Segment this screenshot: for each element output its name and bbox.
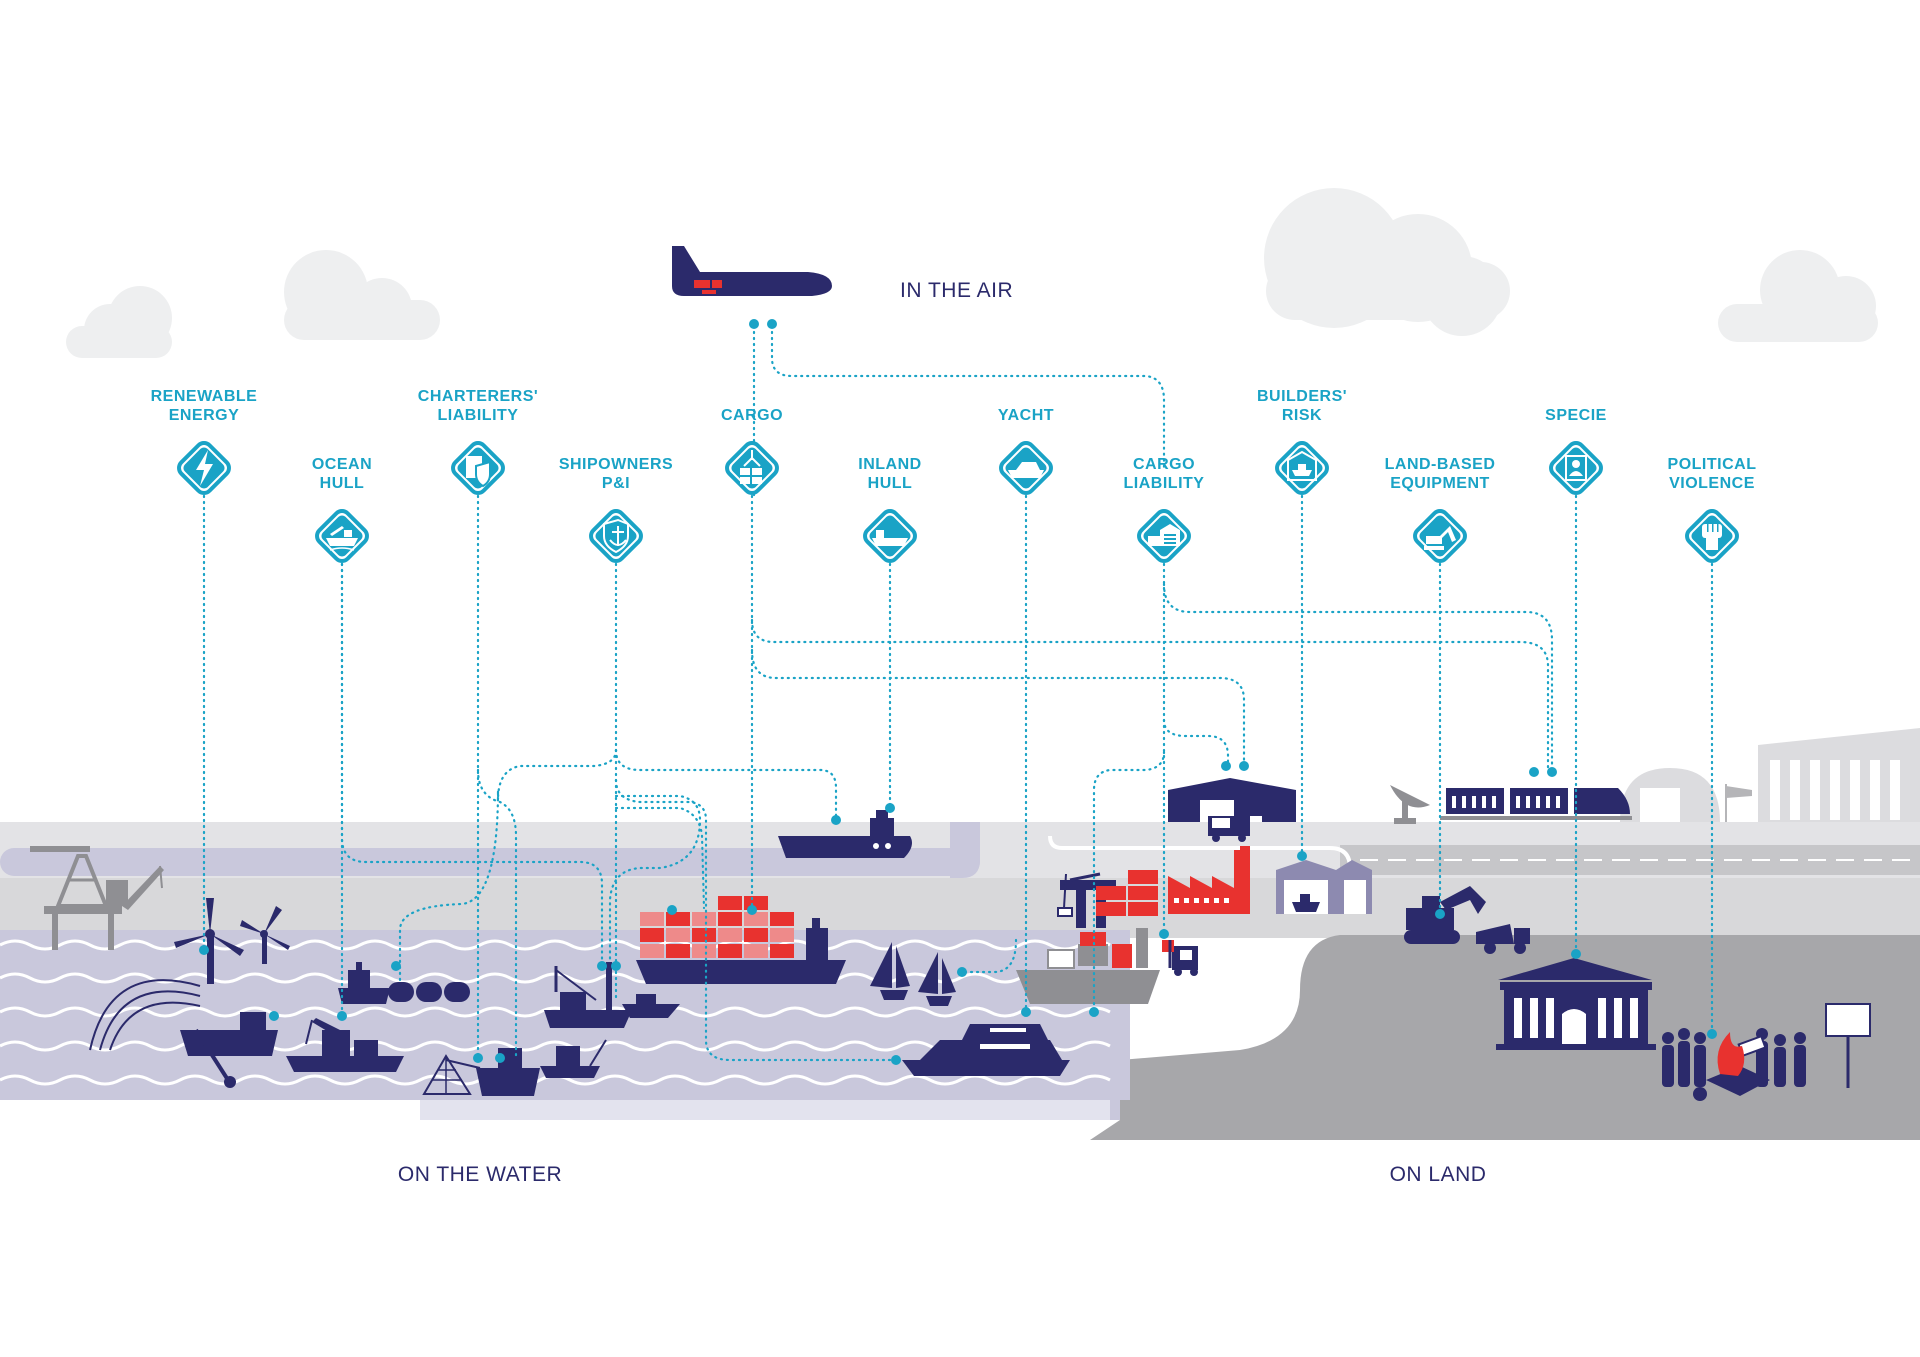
yacht-icon [999, 441, 1053, 495]
dump-truck-icon [1476, 924, 1530, 954]
satellite-dish-icon [1390, 785, 1430, 824]
offshore-vessel-icon [544, 962, 680, 1028]
category-cargo[interactable]: CARGO [721, 407, 783, 496]
sailboat-icon [870, 942, 956, 1006]
forklift-icon [1162, 940, 1198, 976]
warehouse-truck-icon [1137, 509, 1191, 563]
category-label-line2: HULL [320, 475, 365, 492]
water-scenery [30, 810, 1160, 1096]
category-label-line1: LAND-BASED [1385, 456, 1496, 473]
small-fishing-boat-icon [540, 1039, 607, 1078]
shield-anchor-icon [589, 509, 643, 563]
land-scenery [1057, 728, 1920, 1101]
cloud-left-center [284, 250, 440, 340]
category-land-based-equipment[interactable]: LAND-BASED EQUIPMENT [1385, 456, 1496, 564]
category-label-line1: POLITICAL [1668, 456, 1757, 473]
container-stack [1096, 870, 1158, 916]
category-label-line1: SPECIE [1545, 407, 1607, 424]
category-label-line2: EQUIPMENT [1390, 475, 1490, 492]
crane-barge-icon [286, 1018, 404, 1072]
fire-icon [1717, 1032, 1745, 1076]
cloud-right-center [1264, 188, 1510, 336]
category-charterers-liability[interactable]: CHARTERERS' LIABILITY [418, 388, 538, 496]
category-label-line1: CARGO [1133, 456, 1195, 473]
general-cargo-ship-icon [1016, 928, 1160, 1004]
shipyard-sheds-icon [1276, 860, 1372, 914]
inland-tanker-icon [778, 810, 912, 858]
category-label-line2: VIOLENCE [1669, 475, 1755, 492]
container-ship-icon [636, 896, 846, 984]
framed-portrait-icon [1549, 441, 1603, 495]
superyacht-icon [902, 1024, 1070, 1076]
connector-endpoints [199, 319, 1717, 1065]
category-label-line1: SHIPOWNERS [559, 456, 673, 473]
factory-icon [1168, 846, 1250, 914]
category-label-line1: YACHT [998, 407, 1054, 424]
excavator-icon [1413, 509, 1467, 563]
category-ocean-hull[interactable]: OCEAN HULL [312, 456, 372, 564]
category-cargo-liability[interactable]: CARGO LIABILITY [1124, 456, 1205, 564]
section-label-water: ON THE WATER [398, 1163, 562, 1186]
fishing-trawler-icon [422, 1048, 540, 1096]
wind-turbine-icon [174, 898, 290, 984]
category-inland-hull[interactable]: INLAND HULL [858, 456, 921, 564]
cloud-left [66, 286, 172, 358]
freight-train-icon [1440, 788, 1632, 820]
tug-barge-icon [338, 962, 470, 1004]
category-label-line2: RISK [1282, 407, 1322, 424]
section-label-land: ON LAND [1390, 1163, 1487, 1186]
shield-document-icon [451, 441, 505, 495]
protest-crowd-icon [1662, 1003, 1871, 1101]
cloud-right [1718, 250, 1878, 342]
category-label-line1: OCEAN [312, 456, 372, 473]
category-label-line1: CARGO [721, 407, 783, 424]
clouds [66, 188, 1878, 358]
dredger-ship-icon [89, 979, 278, 1088]
category-yacht[interactable]: YACHT [998, 407, 1055, 496]
section-label-air: IN THE AIR [900, 279, 1013, 302]
category-label-line2: P&I [602, 475, 630, 492]
ship-icon [315, 509, 369, 563]
inland-canal [0, 848, 980, 876]
raised-fist-icon [1685, 509, 1739, 563]
category-renewable-energy[interactable]: RENEWABLE ENERGY [151, 388, 258, 496]
category-label-line1: RENEWABLE [151, 388, 258, 405]
truck-icon [1208, 816, 1250, 842]
excavator-icon [1404, 886, 1486, 944]
category-label-line1: INLAND [858, 456, 921, 473]
landscape [0, 822, 1920, 1140]
crane-hook-icon [725, 441, 779, 495]
barge-icon [863, 509, 917, 563]
warehouse-icon [1168, 778, 1296, 842]
category-label-line2: ENERGY [169, 407, 240, 424]
cargo-airplane-icon [672, 246, 832, 296]
lightning-icon [177, 441, 231, 495]
windsock-icon [1725, 784, 1752, 822]
category-political-violence[interactable]: POLITICAL VIOLENCE [1668, 456, 1757, 564]
category-label-line1: CHARTERERS' [418, 388, 538, 405]
ship-build-icon [1275, 441, 1329, 495]
category-label-line2: LIABILITY [1124, 475, 1205, 492]
connector-lines [199, 319, 1717, 1065]
category-specie[interactable]: SPECIE [1545, 407, 1607, 496]
category-builders-risk[interactable]: BUILDERS' RISK [1257, 388, 1347, 496]
category-shipowners-pi[interactable]: SHIPOWNERS P&I [559, 456, 673, 564]
terminal-building [1758, 728, 1920, 822]
oil-rig-icon [30, 846, 164, 950]
category-label-line2: HULL [868, 475, 913, 492]
bank-building-icon [1496, 958, 1656, 1050]
category-label-line1: BUILDERS' [1257, 388, 1347, 405]
category-label-line2: LIABILITY [438, 407, 519, 424]
